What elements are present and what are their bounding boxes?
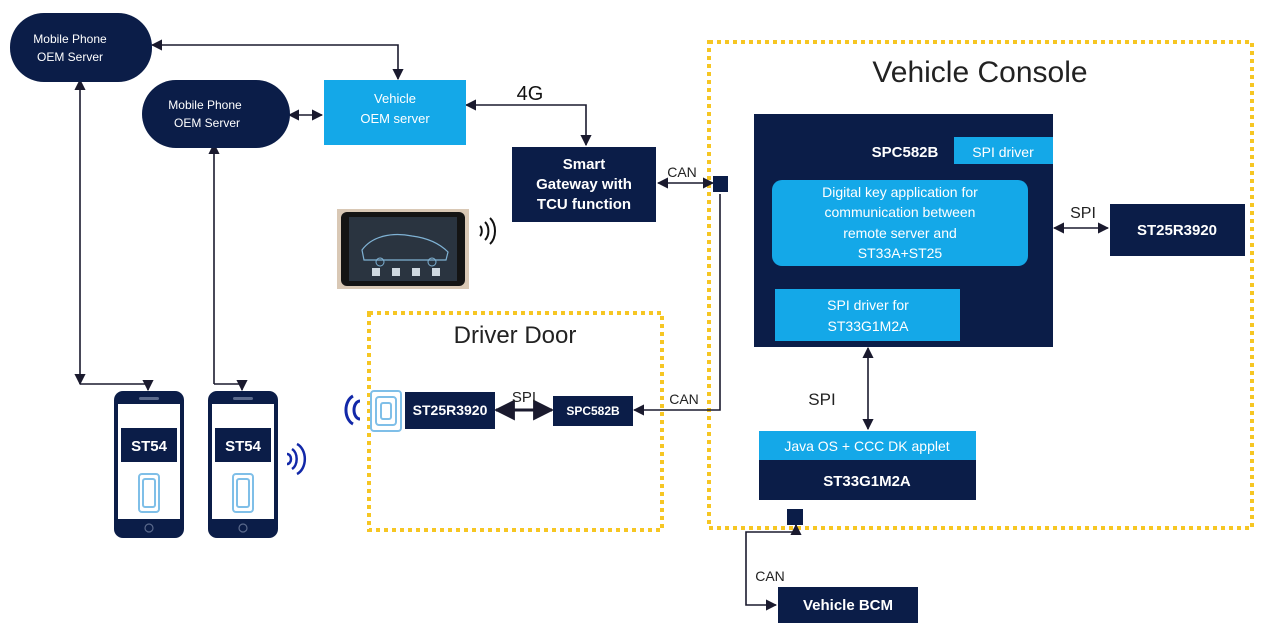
- link-phone2-vert: [214, 379, 248, 392]
- door-mcu: SPC582B: [553, 396, 633, 426]
- console-spi-driver: SPI driver: [972, 144, 1034, 160]
- mobile-oem-server-1: Mobile Phone OEM Server: [10, 13, 152, 82]
- vehicle-console-region: [707, 40, 1254, 530]
- link-server1-vehicle-oem: [150, 39, 404, 81]
- secure-element: Java OS + CCC DK applet ST33G1M2A: [759, 431, 976, 500]
- app-line3: remote server and: [843, 225, 957, 241]
- label-spi-door: SPI: [512, 389, 536, 406]
- door-nfc-reader: ST25R3920: [405, 392, 495, 429]
- vehicle-console-title: Vehicle Console: [872, 56, 1087, 89]
- label-can-bcm: CAN: [755, 568, 785, 584]
- door-mcu-label: SPC582B: [566, 404, 620, 418]
- wireless-icon-phone: [286, 442, 307, 476]
- gateway-line1: Smart: [563, 156, 606, 173]
- wireless-icon-door: [344, 394, 361, 426]
- console-nfc-reader: ST25R3920: [1110, 204, 1245, 256]
- label-spi-down: SPI: [808, 390, 835, 409]
- vehicle-oem-server: Vehicle OEM server: [324, 80, 466, 145]
- server1-line2: OEM Server: [37, 50, 103, 64]
- label-4g: 4G: [517, 83, 544, 105]
- phone2-chip: ST54: [225, 438, 262, 455]
- can-node-top: [713, 176, 728, 192]
- tablet-image: [337, 209, 469, 289]
- vehicle-bcm: Vehicle BCM: [778, 587, 918, 623]
- can-node-bottom: [787, 509, 803, 525]
- spi-driver-for-line1: SPI driver for: [827, 297, 909, 313]
- console-nfc-label: ST25R3920: [1137, 222, 1217, 239]
- server2-line1: Mobile Phone: [168, 98, 242, 112]
- vehicle-oem-line2: OEM server: [360, 111, 430, 126]
- wireless-icon-tablet: [479, 217, 497, 245]
- vehicle-oem-line1: Vehicle: [374, 91, 416, 106]
- server2-line2: OEM Server: [174, 116, 240, 130]
- connections: [74, 39, 1110, 611]
- driver-door-region: [367, 311, 664, 532]
- secure-element-label: ST33G1M2A: [823, 473, 911, 490]
- smart-gateway: Smart Gateway with TCU function: [512, 147, 656, 222]
- link-phone1-vert: [80, 379, 154, 392]
- link-can-door: [632, 194, 721, 416]
- bcm-label: Vehicle BCM: [803, 597, 893, 614]
- console-mcu-label: SPC582B: [872, 144, 939, 161]
- gateway-line3: TCU function: [537, 196, 631, 213]
- server1-line1: Mobile Phone: [33, 32, 107, 46]
- link-4g: [464, 99, 592, 147]
- label-can-gateway: CAN: [667, 164, 697, 180]
- applet-label: Java OS + CCC DK applet: [784, 438, 949, 454]
- mobile-oem-server-2: Mobile Phone OEM Server: [142, 80, 290, 148]
- phone-2: ST54: [208, 391, 278, 538]
- app-line2: communication between: [825, 204, 976, 220]
- phone-1: ST54: [114, 391, 184, 538]
- door-nfc-antenna-icon: [370, 390, 402, 432]
- app-line4: ST33A+ST25: [858, 245, 943, 261]
- label-spi-right: SPI: [1070, 205, 1096, 222]
- driver-door-title: Driver Door: [454, 322, 577, 349]
- label-can-door: CAN: [669, 391, 699, 407]
- door-nfc-label: ST25R3920: [413, 402, 488, 418]
- app-line1: Digital key application for: [822, 184, 978, 200]
- phone1-chip: ST54: [131, 438, 168, 455]
- gateway-line2: Gateway with: [536, 176, 632, 193]
- spi-driver-for-line2: ST33G1M2A: [828, 318, 910, 334]
- console-mcu: SPC582B SPI driver Digital key applicati…: [754, 114, 1053, 347]
